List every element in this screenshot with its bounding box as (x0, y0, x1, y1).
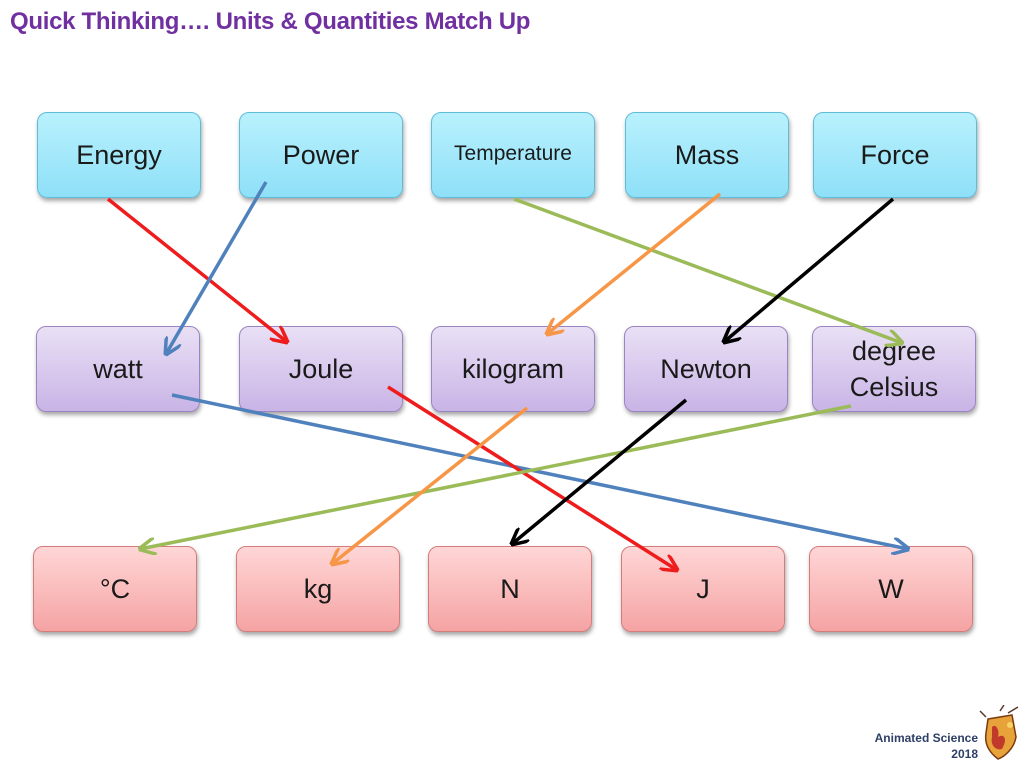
symbol-label: W (878, 573, 904, 604)
arrow-force-to-newton (724, 197, 895, 342)
symbol-label: kg (303, 573, 333, 604)
page-title: Quick Thinking…. Units & Quantities Matc… (10, 8, 531, 35)
quantity-box-power: Power (239, 112, 403, 198)
quantity-label: Force (860, 139, 930, 170)
symbol-box-w: W (809, 546, 973, 632)
symbol-box-kg: kg (236, 546, 400, 632)
unit-label: kilogram (461, 353, 565, 384)
arrow-mass-to-kilogram (547, 192, 722, 334)
footer-year: 2018 (951, 747, 978, 761)
arrow-kilogram-to-kg (332, 406, 529, 564)
shield-flame-icon (979, 705, 1019, 760)
symbol-box-n: N (428, 546, 592, 632)
unit-label: Joule (288, 353, 354, 384)
arrow-degree-celsius-to-degree-c (140, 404, 852, 549)
unit-box-degree-celsius: degree Celsius (812, 326, 976, 412)
quantity-box-energy: Energy (37, 112, 201, 198)
arrow-temperature-to-degree-celsius (513, 197, 902, 343)
unit-box-watt: watt (36, 326, 200, 412)
unit-label: watt (93, 353, 143, 384)
footer-brand: Animated Science (874, 731, 978, 745)
symbol-box-j: J (621, 546, 785, 632)
unit-label: Newton (660, 353, 752, 384)
footer-credit: Animated Science 2018 (875, 730, 978, 762)
quantity-box-temperature: Temperature (431, 112, 595, 198)
arrow-newton-to-n (512, 398, 688, 544)
unit-box-kilogram: kilogram (431, 326, 595, 412)
arrow-joule-to-j (387, 385, 677, 570)
unit-box-joule: Joule (239, 326, 403, 412)
quantity-box-force: Force (813, 112, 977, 198)
symbol-label: °C (99, 573, 131, 604)
quantity-label: Power (282, 139, 360, 170)
symbol-box-degree-c: °C (33, 546, 197, 632)
symbol-label: N (500, 573, 520, 604)
quantity-box-mass: Mass (625, 112, 789, 198)
arrow-energy-to-joule (106, 197, 287, 342)
arrow-watt-to-w (171, 393, 908, 549)
unit-box-newton: Newton (624, 326, 788, 412)
symbol-label: J (696, 573, 710, 604)
quantity-label: Temperature (454, 141, 572, 165)
unit-label: degree Celsius (849, 335, 939, 402)
quantity-label: Mass (674, 139, 740, 170)
quantity-label: Energy (76, 139, 162, 170)
